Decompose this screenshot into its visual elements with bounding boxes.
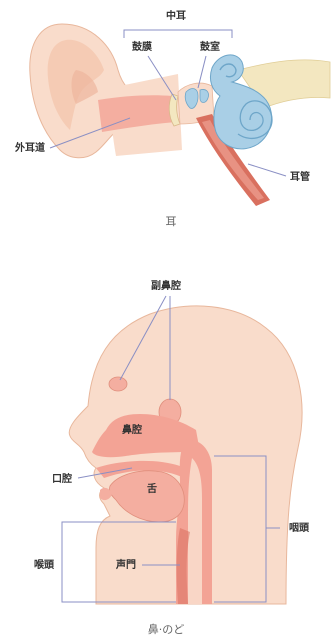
caption-nose-throat: 鼻·のど — [148, 622, 185, 636]
eustachian-tube-leader — [248, 164, 286, 176]
pharynx-inner — [188, 458, 202, 604]
ear-diagram: 中耳 鼓膜 鼓室 外耳道 耳管 耳 — [14, 9, 330, 228]
label-tongue: 舌 — [147, 482, 157, 495]
middle-ear-bracket — [124, 30, 232, 38]
label-paranasal-sinus: 副鼻腔 — [151, 279, 181, 292]
label-middle-ear: 中耳 — [166, 9, 186, 22]
nose-throat-diagram: 副鼻腔 鼻腔 口腔 舌 咽頭 喉頭 声門 鼻·のど — [34, 279, 310, 636]
sinus-left — [109, 377, 127, 391]
label-tympanic-cavity: 鼓室 — [200, 40, 220, 53]
caption-ear: 耳 — [166, 215, 177, 228]
label-larynx: 喉頭 — [34, 558, 55, 571]
label-ear-canal: 外耳道 — [14, 141, 45, 154]
label-eardrum: 鼓膜 — [132, 40, 152, 53]
label-glottis: 声門 — [115, 558, 136, 571]
label-pharynx: 咽頭 — [289, 522, 310, 534]
label-oral-cavity: 口腔 — [52, 472, 72, 485]
label-eustachian-tube: 耳管 — [290, 170, 310, 183]
label-nasal-cavity: 鼻腔 — [122, 423, 142, 436]
